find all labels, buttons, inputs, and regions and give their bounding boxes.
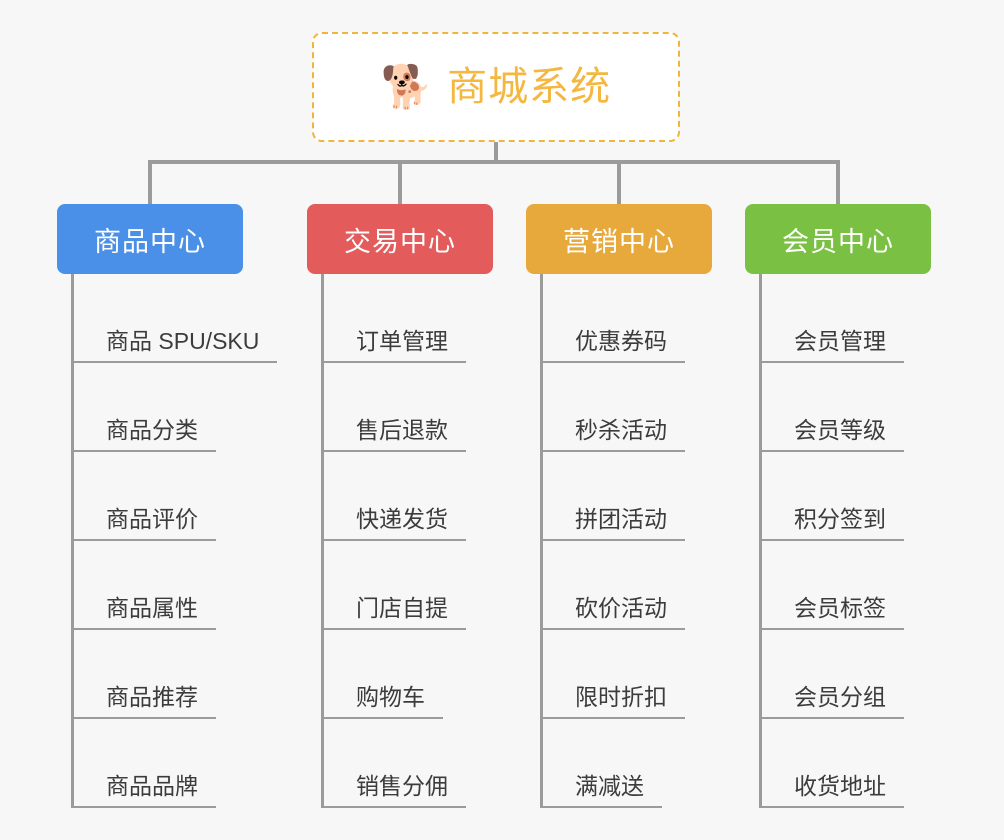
list-item[interactable]: 会员标签 <box>762 541 931 630</box>
branch-connector-product-center <box>148 160 152 204</box>
category-header-label: 交易中心 <box>344 226 456 257</box>
leaf-label: 商品品牌 <box>74 773 216 808</box>
leaf-label: 积分签到 <box>762 506 904 541</box>
leaf-label: 快递发货 <box>324 506 466 541</box>
list-item[interactable]: 订单管理 <box>324 274 493 363</box>
leaf-label: 门店自提 <box>324 595 466 630</box>
list-item[interactable]: 商品 SPU/SKU <box>74 274 278 363</box>
category-column-product-center: 商品中心 商品 SPU/SKU 商品分类 商品评价 商品属性 商品推荐 商品品牌 <box>57 204 278 808</box>
leaf-label: 满减送 <box>543 773 662 808</box>
branch-connector-marketing-center <box>617 160 621 204</box>
leaf-label: 优惠券码 <box>543 328 685 363</box>
list-item[interactable]: 拼团活动 <box>543 452 712 541</box>
leaf-label: 拼团活动 <box>543 506 685 541</box>
horizontal-bus-connector <box>150 160 840 164</box>
leaf-label: 秒杀活动 <box>543 417 685 452</box>
leaf-label: 订单管理 <box>324 328 466 363</box>
list-item[interactable]: 会员管理 <box>762 274 931 363</box>
category-header-marketing-center[interactable]: 营销中心 <box>526 204 712 274</box>
leaf-label: 会员分组 <box>762 684 904 719</box>
list-item[interactable]: 限时折扣 <box>543 630 712 719</box>
list-item[interactable]: 会员等级 <box>762 363 931 452</box>
root-title: 商城系统 <box>447 65 612 109</box>
category-header-label: 商品中心 <box>94 226 206 257</box>
list-item[interactable]: 积分签到 <box>762 452 931 541</box>
leaf-list-trade-center: 订单管理 售后退款 快递发货 门店自提 购物车 销售分佣 <box>321 274 493 808</box>
root-stem-connector <box>494 142 498 162</box>
list-item[interactable]: 快递发货 <box>324 452 493 541</box>
branch-connector-trade-center <box>398 160 402 204</box>
leaf-list-marketing-center: 优惠券码 秒杀活动 拼团活动 砍价活动 限时折扣 满减送 <box>540 274 712 808</box>
leaf-label: 商品评价 <box>74 506 216 541</box>
list-item[interactable]: 购物车 <box>324 630 493 719</box>
list-item[interactable]: 商品属性 <box>74 541 277 630</box>
leaf-label: 商品推荐 <box>74 684 216 719</box>
list-item[interactable]: 收货地址 <box>762 719 931 808</box>
category-header-label: 会员中心 <box>782 226 894 257</box>
list-item[interactable]: 商品分类 <box>74 363 277 452</box>
category-header-trade-center[interactable]: 交易中心 <box>307 204 493 274</box>
list-item[interactable]: 会员分组 <box>762 630 931 719</box>
leaf-label: 售后退款 <box>324 417 466 452</box>
leaf-label: 商品 SPU/SKU <box>74 328 278 363</box>
leaf-label: 销售分佣 <box>324 773 466 808</box>
leaf-label: 商品属性 <box>74 595 216 630</box>
list-item[interactable]: 满减送 <box>543 719 712 808</box>
category-header-product-center[interactable]: 商品中心 <box>57 204 243 274</box>
leaf-list-product-center: 商品 SPU/SKU 商品分类 商品评价 商品属性 商品推荐 商品品牌 <box>71 274 278 808</box>
category-header-label: 营销中心 <box>563 226 675 257</box>
list-item[interactable]: 秒杀活动 <box>543 363 712 452</box>
category-header-member-center[interactable]: 会员中心 <box>745 204 931 274</box>
list-item[interactable]: 售后退款 <box>324 363 493 452</box>
category-column-marketing-center: 营销中心 优惠券码 秒杀活动 拼团活动 砍价活动 限时折扣 满减送 <box>526 204 712 808</box>
leaf-label: 会员管理 <box>762 328 904 363</box>
root-node[interactable]: 🐕 商城系统 <box>312 32 680 142</box>
list-item[interactable]: 商品推荐 <box>74 630 277 719</box>
leaf-label: 商品分类 <box>74 417 216 452</box>
leaf-label: 砍价活动 <box>543 595 685 630</box>
leaf-list-member-center: 会员管理 会员等级 积分签到 会员标签 会员分组 收货地址 <box>759 274 931 808</box>
leaf-label: 购物车 <box>324 684 443 719</box>
branch-connector-member-center <box>836 160 840 204</box>
list-item[interactable]: 优惠券码 <box>543 274 712 363</box>
list-item[interactable]: 商品评价 <box>74 452 277 541</box>
list-item[interactable]: 门店自提 <box>324 541 493 630</box>
shiba-dog-icon: 🐕 <box>380 63 434 110</box>
leaf-label: 会员等级 <box>762 417 904 452</box>
list-item[interactable]: 商品品牌 <box>74 719 277 808</box>
category-column-member-center: 会员中心 会员管理 会员等级 积分签到 会员标签 会员分组 收货地址 <box>745 204 931 808</box>
list-item[interactable]: 砍价活动 <box>543 541 712 630</box>
leaf-label: 限时折扣 <box>543 684 685 719</box>
category-column-trade-center: 交易中心 订单管理 售后退款 快递发货 门店自提 购物车 销售分佣 <box>307 204 493 808</box>
list-item[interactable]: 销售分佣 <box>324 719 493 808</box>
leaf-label: 收货地址 <box>762 773 904 808</box>
leaf-label: 会员标签 <box>762 595 904 630</box>
